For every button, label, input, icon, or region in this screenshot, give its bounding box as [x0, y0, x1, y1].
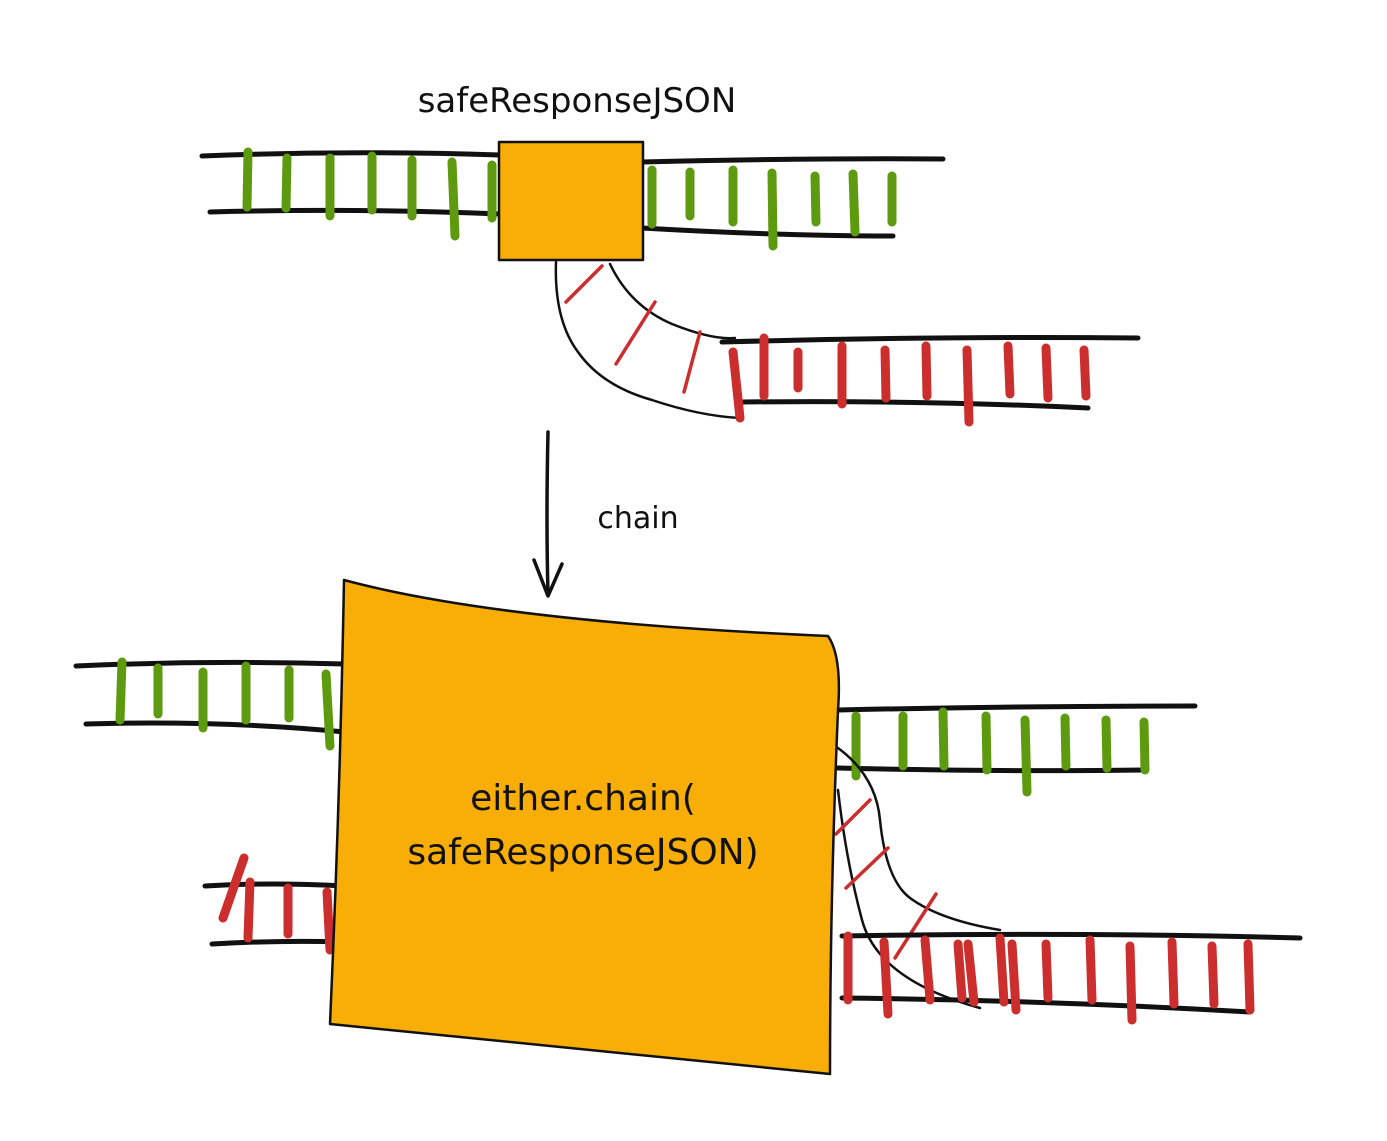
top-failure-track [719, 333, 1141, 427]
top-failure-ties [728, 333, 1091, 427]
bottom-input-success-track [73, 657, 348, 751]
top-failure-branch-ties [564, 264, 702, 394]
bottom-output-failure-track [839, 931, 1303, 1025]
top-failure-branch [554, 260, 742, 420]
top-function-box [497, 140, 645, 262]
top-input-success-ties [242, 147, 497, 241]
bottom-input-failure-track [202, 853, 348, 955]
bottom-failure-branch [834, 746, 1002, 1010]
top-output-success-track [639, 156, 946, 251]
top-output-success-ties [647, 165, 897, 251]
top-function-label: safeResponseJSON [418, 81, 737, 121]
bottom-function-label-line2: safeResponseJSON) [407, 832, 758, 873]
bottom-output-success-ties [851, 707, 1150, 797]
chain-arrow-label: chain [597, 501, 678, 536]
top-input-success-track [199, 147, 503, 241]
bottom-output-success-track [835, 703, 1198, 797]
bottom-failure-branch-ties [834, 798, 938, 960]
bottom-output-failure-ties [843, 931, 1255, 1025]
bottom-chain-diagram: either.chain( safeResponseJSON) [73, 578, 1303, 1076]
top-switch-diagram: safeResponseJSON [199, 81, 1141, 427]
bottom-function-label-line1: either.chain( [470, 778, 696, 819]
chain-arrow: chain [532, 430, 679, 598]
bottom-input-success-ties [115, 657, 335, 751]
bottom-function-box [328, 578, 841, 1076]
bottom-input-failure-ties [218, 853, 335, 955]
